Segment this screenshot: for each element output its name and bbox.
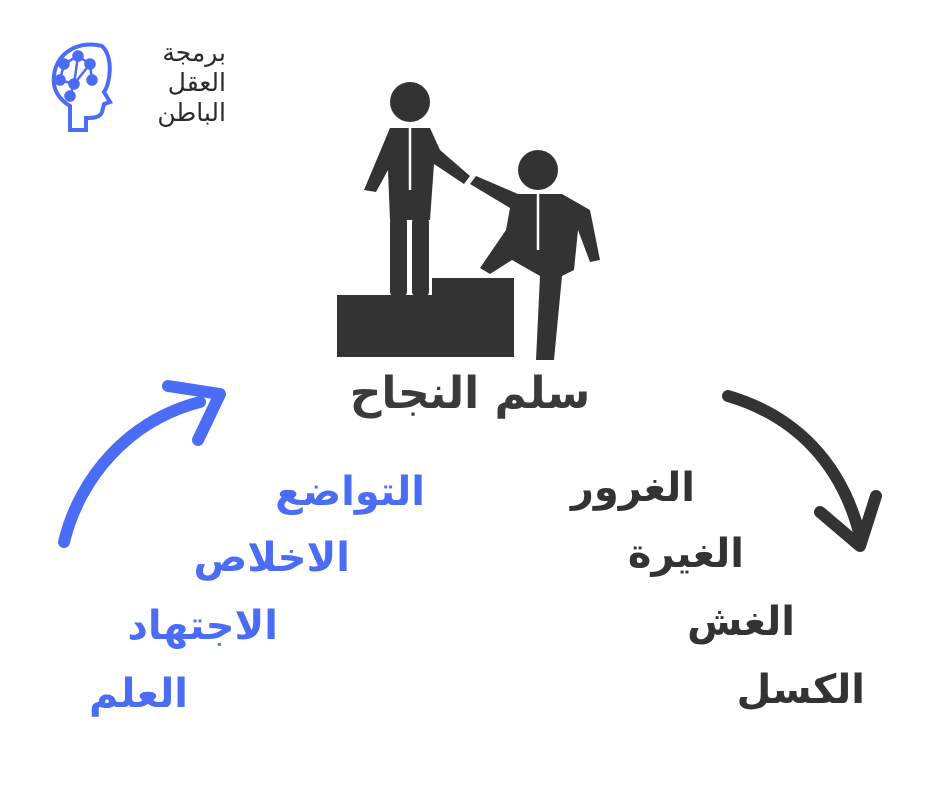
negative-item-2: الغيرة: [627, 531, 744, 577]
curved-arrow-down-icon: [722, 390, 882, 552]
brain-network-head-icon: [51, 42, 113, 132]
positive-item-3: الاجتهاد: [127, 603, 278, 649]
logo-line-3: الباطن: [157, 98, 226, 127]
curved-arrow-up-icon: [58, 380, 226, 548]
logo: برمجة العقل الباطن: [40, 38, 240, 138]
logo-line-1: برمجة: [162, 38, 226, 67]
logo-line-2: العقل: [167, 68, 226, 97]
negative-item-4: الكسل: [736, 667, 865, 713]
positive-item-1: التواضع: [275, 469, 425, 515]
positive-item-2: الاخلاص: [193, 535, 350, 581]
diagram-title: سلم النجاح: [349, 368, 591, 419]
positive-item-4: العلم: [88, 671, 188, 717]
businessman-helping-climb-stairs-icon: [337, 82, 600, 360]
negative-item-3: الغش: [687, 599, 795, 645]
logo-text: برمجة العقل الباطن: [126, 38, 226, 128]
negative-item-1: الغرور: [570, 465, 695, 511]
